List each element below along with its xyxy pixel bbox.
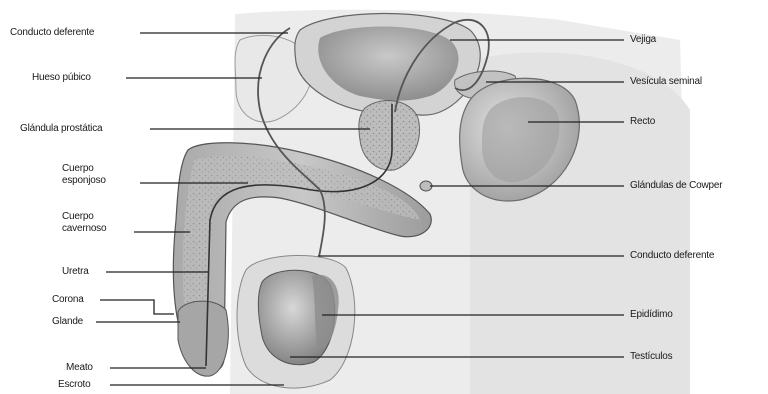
label-vesicula-seminal: Vesícula seminal xyxy=(630,76,702,88)
label-glandula-prostatica: Glándula prostática xyxy=(20,123,102,135)
label-escroto: Escroto xyxy=(58,379,91,391)
label-uretra: Uretra xyxy=(62,266,89,278)
label-glandulas-cowper: Glándulas de Cowper xyxy=(630,180,722,192)
label-testiculos: Testículos xyxy=(630,351,672,363)
leader-corona xyxy=(100,300,174,314)
label-recto: Recto xyxy=(630,116,655,128)
label-cuerpo-esponjoso: Cuerpo esponjoso xyxy=(62,163,132,187)
label-epididimo: Epidídimo xyxy=(630,309,673,321)
label-vejiga: Vejiga xyxy=(630,34,656,46)
label-glande: Glande xyxy=(52,316,83,328)
label-corona: Corona xyxy=(52,294,84,306)
label-cuerpo-cavernoso: Cuerpo cavernoso xyxy=(62,211,132,235)
label-hueso-pubico: Hueso púbico xyxy=(32,72,91,84)
label-conducto-deferente-top: Conducto deferente xyxy=(10,27,94,39)
label-conducto-deferente-right: Conducto deferente xyxy=(630,250,714,262)
label-meato: Meato xyxy=(66,362,93,374)
